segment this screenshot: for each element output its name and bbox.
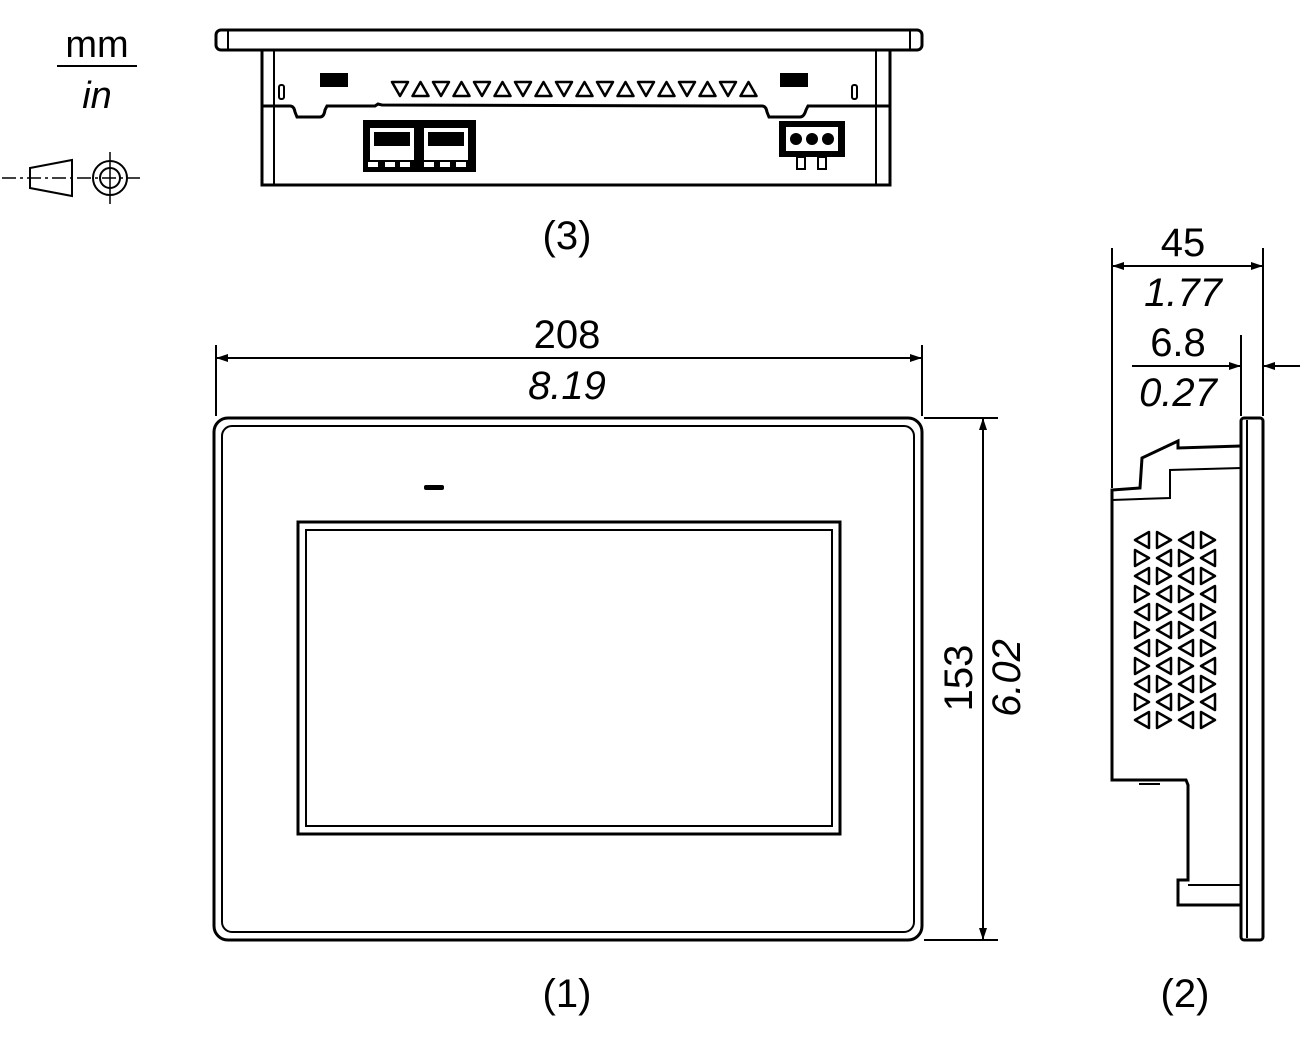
vent-slot — [1177, 548, 1195, 568]
bezel-mm: 6.8 — [1150, 321, 1206, 365]
vent-slot — [1177, 584, 1195, 604]
vent-slot — [1177, 710, 1195, 730]
vent-slot — [1155, 620, 1173, 640]
vent-row — [390, 80, 758, 98]
vent-slot — [698, 80, 717, 98]
height-mm: 153 — [937, 645, 981, 712]
power-connector — [779, 121, 845, 170]
vent-slot — [1155, 584, 1173, 604]
vent-slot — [534, 80, 553, 98]
depth-dimension: 45 1.77 — [1111, 221, 1264, 488]
vent-slot — [657, 80, 676, 98]
unit-mm: mm — [65, 24, 128, 66]
vent-slot — [390, 80, 410, 98]
vent-slot — [1199, 674, 1217, 694]
vent-slot — [493, 80, 512, 98]
vent-slot — [616, 80, 635, 98]
vent-slot — [1155, 638, 1173, 658]
vent-slot — [1133, 692, 1151, 712]
vent-slot — [472, 80, 492, 98]
vent-slot — [636, 80, 656, 98]
vent-slot — [1177, 620, 1195, 640]
vent-slot — [1177, 674, 1195, 694]
top-view — [214, 28, 924, 187]
depth-in: 1.77 — [1144, 271, 1224, 315]
clip-slot-left — [320, 73, 348, 87]
vent-slot — [1155, 530, 1173, 550]
vent-slot — [1199, 692, 1217, 712]
front-view-label: (1) — [543, 972, 592, 1016]
vent-slot — [677, 80, 697, 98]
vent-slot — [1199, 566, 1217, 586]
vent-slot — [1133, 602, 1151, 622]
height-in: 6.02 — [985, 639, 1029, 717]
vent-slot — [1155, 656, 1173, 676]
vent-slot — [1133, 548, 1151, 568]
display-screen — [305, 529, 833, 827]
vent-slot — [718, 80, 738, 98]
vent-slot — [1177, 692, 1195, 712]
first-angle-projection-icon — [2, 152, 140, 204]
vent-slot — [554, 80, 574, 98]
width-in: 8.19 — [528, 364, 606, 408]
side-view-label: (2) — [1161, 972, 1210, 1016]
width-dimension: 208 8.19 — [215, 313, 923, 416]
vent-slot — [1133, 566, 1151, 586]
vent-slot — [1155, 602, 1173, 622]
clip-slot-right — [780, 73, 808, 87]
display-frame — [296, 520, 842, 836]
units-legend: mm in — [57, 24, 137, 117]
vent-slot — [1133, 674, 1151, 694]
vent-slot — [739, 80, 758, 98]
ethernet-ports — [363, 120, 476, 172]
vent-slot — [1133, 620, 1151, 640]
vent-slot — [513, 80, 533, 98]
vent-slot — [431, 80, 451, 98]
vent-slot — [1177, 530, 1195, 550]
height-dimension: 153 6.02 — [924, 417, 1029, 941]
vent-slot — [1133, 530, 1151, 550]
vent-slot — [1177, 638, 1195, 658]
vent-slot — [1199, 584, 1217, 604]
vent-slot — [1155, 674, 1173, 694]
width-mm: 208 — [534, 313, 601, 357]
bezel-in: 0.27 — [1139, 371, 1219, 415]
vent-slot — [595, 80, 615, 98]
vent-slot — [1199, 548, 1217, 568]
vent-slot — [575, 80, 594, 98]
unit-in: in — [82, 75, 112, 117]
vent-slot — [1155, 692, 1173, 712]
vent-grid — [1133, 530, 1217, 730]
vent-slot — [1199, 602, 1217, 622]
vent-slot — [452, 80, 471, 98]
front-view — [212, 416, 924, 942]
bezel-dimension: 6.8 0.27 — [1132, 321, 1300, 416]
vent-slot — [1199, 638, 1217, 658]
vent-slot — [1155, 566, 1173, 586]
top-view-label: (3) — [543, 214, 592, 258]
vent-slot — [1199, 530, 1217, 550]
vent-slot — [1177, 566, 1195, 586]
vent-slot — [1155, 710, 1173, 730]
vent-slot — [1155, 548, 1173, 568]
vent-slot — [1199, 656, 1217, 676]
vent-slot — [1133, 584, 1151, 604]
vent-slot — [1133, 710, 1151, 730]
vent-slot — [1199, 710, 1217, 730]
status-led — [424, 485, 444, 490]
depth-mm: 45 — [1161, 221, 1206, 265]
vent-slot — [1199, 620, 1217, 640]
vent-slot — [411, 80, 430, 98]
vent-slot — [1133, 638, 1151, 658]
vent-slot — [1133, 656, 1151, 676]
vent-slot — [1177, 602, 1195, 622]
side-view — [1110, 416, 1265, 942]
vent-slot — [1177, 656, 1195, 676]
